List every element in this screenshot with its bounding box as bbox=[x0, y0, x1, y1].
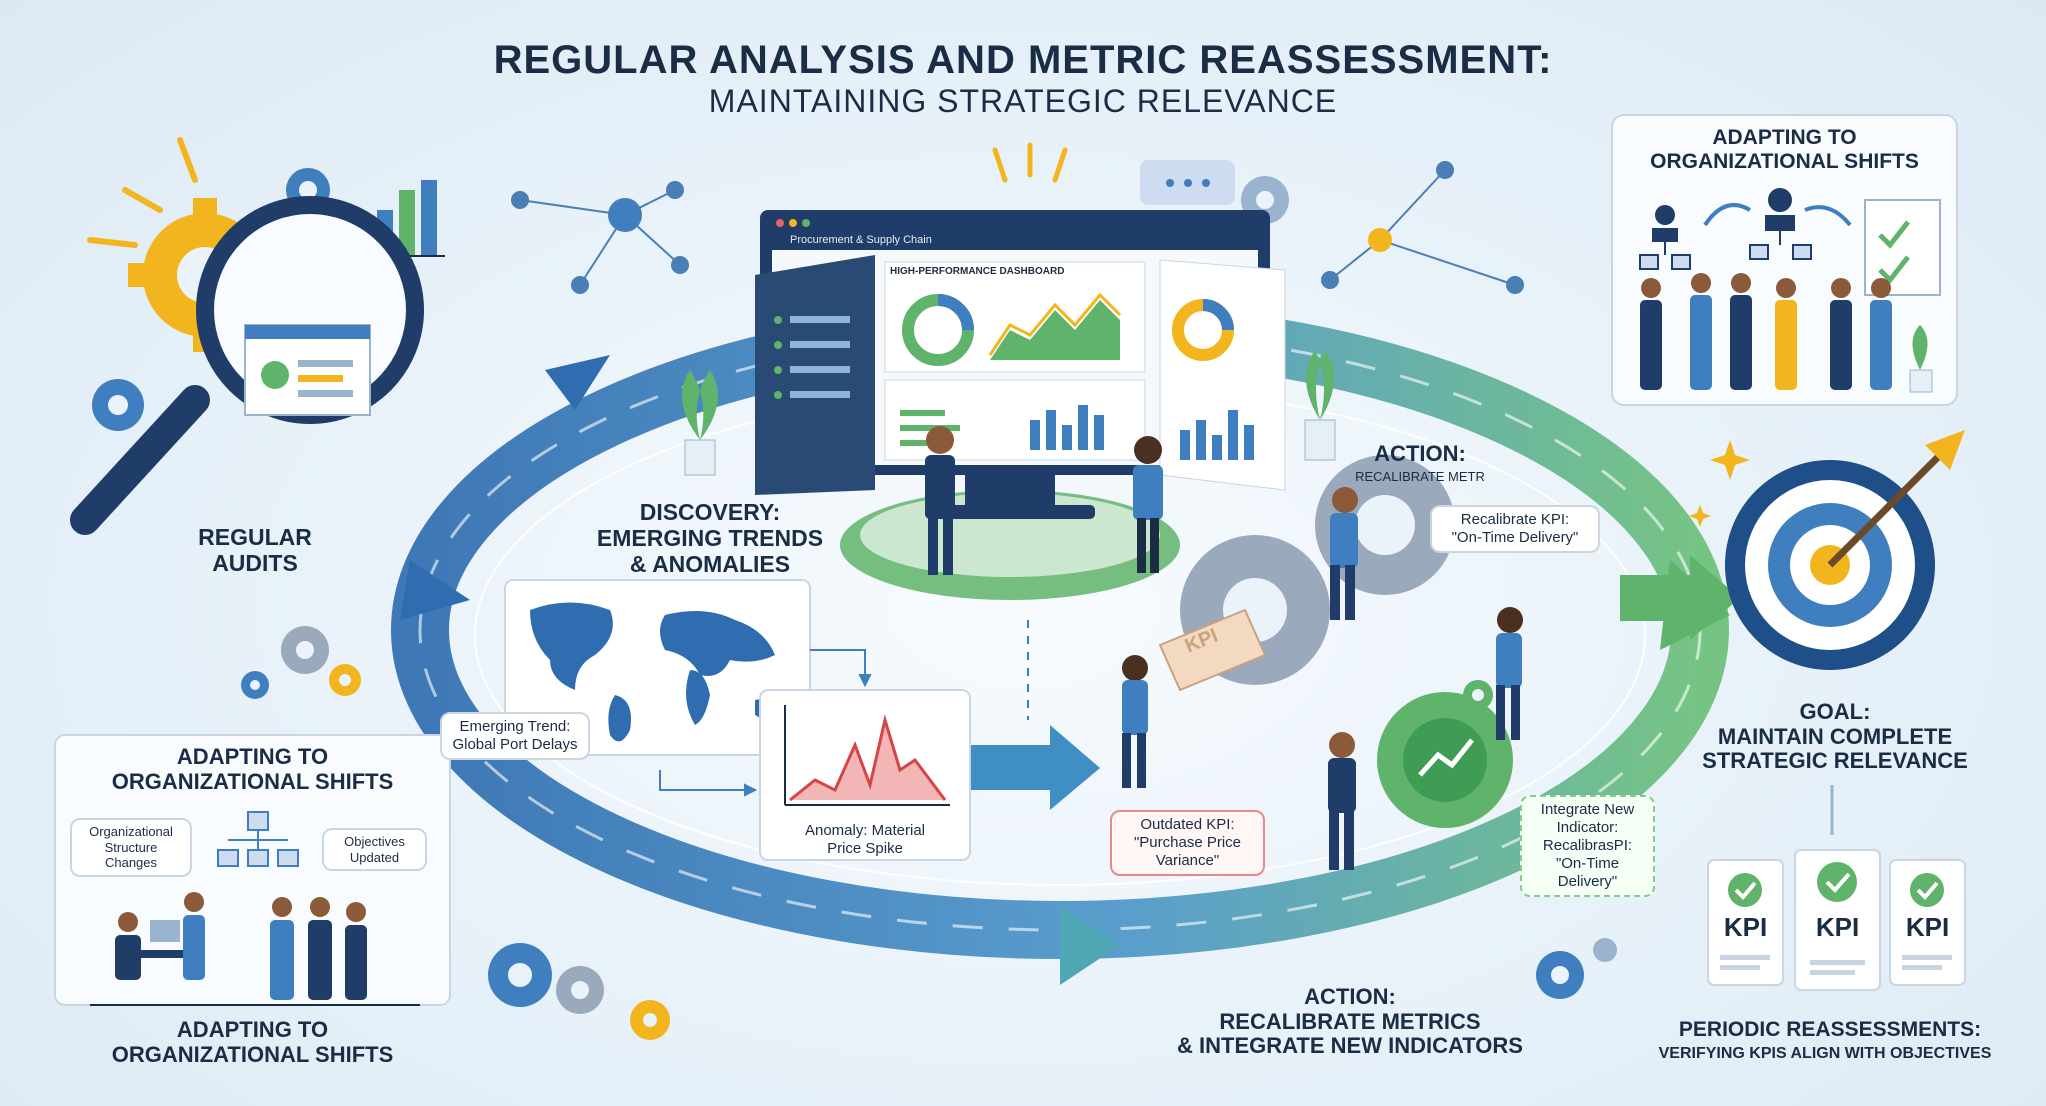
regular-audits-label: REGULAR AUDITS bbox=[198, 524, 312, 576]
target-icon bbox=[1725, 430, 1965, 670]
outdated-kpi-note: Outdated KPI: "Purchase Price Variance" bbox=[1110, 810, 1265, 876]
sparkle-icon bbox=[1689, 440, 1750, 527]
org-shifts-footer-label: ADAPTING TO ORGANIZATIONAL SHIFTS bbox=[111, 1017, 394, 1067]
main-title: REGULAR ANALYSIS AND METRIC REASSESSMENT… bbox=[493, 38, 1553, 82]
plant-icon bbox=[1304, 350, 1336, 461]
gear-icon bbox=[1536, 938, 1617, 999]
org-shifts-left-label: ADAPTING TO ORGANIZATIONAL SHIFTS bbox=[111, 744, 394, 794]
periodic-heading: PERIODIC REASSESSMENTS: bbox=[1678, 1018, 1982, 1041]
org-shifts-top-label: ADAPTING TO ORGANIZATIONAL SHIFTS bbox=[1650, 126, 1919, 173]
arrow-head-icon bbox=[545, 355, 610, 410]
plant-icon bbox=[682, 370, 718, 476]
org-shifts-panel bbox=[1611, 114, 1958, 406]
arrow-head-icon bbox=[400, 560, 470, 620]
plant-icon bbox=[1909, 325, 1933, 393]
goal-arrow bbox=[1620, 555, 1740, 640]
kpi-card-label: KPI bbox=[1905, 912, 1950, 942]
action-bottom-label: ACTION: RECALIBRATE METRICS & INTEGRATE … bbox=[1177, 984, 1523, 1059]
kpi-card-label: KPI bbox=[1815, 912, 1860, 942]
objectives-updated-note: Objectives Updated bbox=[322, 828, 427, 872]
kpi-cards bbox=[1707, 849, 1966, 991]
integrate-indicator-note: Integrate New Indicator: RecalibrasPI: "… bbox=[1520, 795, 1655, 897]
sparkle-icon bbox=[87, 137, 198, 248]
gear-icon bbox=[1463, 680, 1493, 710]
flow-arrow bbox=[965, 725, 1100, 810]
periodic-sub: VERIFYING KPIs ALIGN WITH OBJECTIVES bbox=[1658, 1045, 1992, 1062]
trend-note: Emerging Trend: Global Port Delays bbox=[440, 712, 590, 760]
anomaly-chart-panel bbox=[759, 689, 971, 861]
gear-icon bbox=[241, 626, 670, 1040]
kpi-card-label: KPI bbox=[1723, 912, 1768, 942]
analyst-figure bbox=[925, 426, 1163, 575]
org-shifts-scene bbox=[54, 734, 451, 1006]
magnifier-icon bbox=[70, 196, 424, 535]
arrow-head-icon bbox=[1060, 905, 1120, 985]
goal-label: GOAL: MAINTAIN COMPLETE STRATEGIC RELEVA… bbox=[1702, 699, 1968, 774]
structure-changes-note: Organizational Structure Changes bbox=[70, 818, 192, 877]
recalibrate-note: Recalibrate KPI: "On-Time Delivery" bbox=[1430, 505, 1600, 553]
world-map-panel bbox=[504, 579, 811, 756]
action-top-subheading: RECALIBRATE METR bbox=[1355, 469, 1485, 484]
main-subtitle: MAINTAINING STRATEGIC RELEVANCE bbox=[708, 83, 1338, 119]
anomaly-note: Anomaly: Material Price Spike bbox=[804, 822, 926, 857]
dashboard-panel-title: HIGH-PERFORMANCE DASHBOARD bbox=[890, 266, 1065, 277]
dashboard-window-title: Procurement & Supply Chain bbox=[790, 234, 932, 246]
action-top-heading: ACTION: bbox=[1374, 441, 1466, 466]
network-icon bbox=[511, 161, 1524, 294]
worker-figure bbox=[1122, 487, 1523, 870]
kpi-tag-icon bbox=[1158, 608, 1267, 692]
chat-bubble-icon bbox=[1140, 160, 1235, 205]
discovery-label: DISCOVERY: EMERGING TRENDS & ANOMALIES bbox=[596, 499, 824, 577]
sparkle-icon bbox=[992, 142, 1068, 183]
